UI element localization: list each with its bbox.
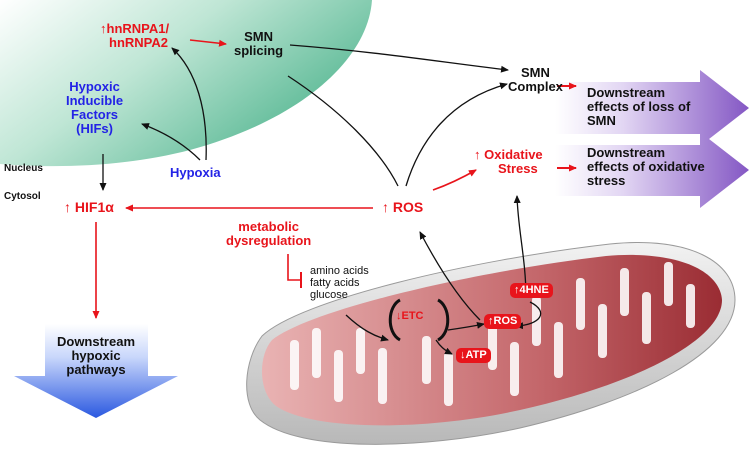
hne-badge: ↑4HNE [510,283,553,298]
hif1a-label: ↑ HIF1α [64,199,114,215]
mitochondrion [246,242,736,445]
up-arrow-icon: ↑ [514,284,520,296]
up-arrow-icon: ↑ [382,199,389,215]
downstream-smn-label: Downstream effects of loss of SMN [587,85,691,129]
up-arrow-icon: ↑ [474,147,481,162]
cytosol-label: Cytosol [4,191,41,202]
down-arrow-icon: ↓ [460,349,466,361]
oxidative-stress-label: ↑ Oxidative Stress [474,147,543,177]
hnrnpa-label: ↑hnRNPA1/ hnRNPA2 [100,21,170,51]
atp-badge: ↓ATP [456,348,491,363]
smn-complex-label: SMN Complex [508,65,563,95]
downstream-hypoxic-arrow-shape [14,324,178,418]
downstream-oxidative-arrow-shape [555,132,749,208]
up-arrow-icon: ↑ [100,21,107,36]
downstream-smn-arrow-shape [555,70,749,146]
down-arrow-icon: ↓ [396,310,402,322]
nucleus-label: Nucleus [4,163,43,174]
hypoxia-label: Hypoxia [170,165,221,180]
downstream-oxidative-label: Downstream effects of oxidative stress [587,145,705,189]
substrates-label: amino acids fatty acids glucose [310,265,369,301]
mito-ros-badge: ↑ROS [484,314,522,329]
up-arrow-icon: ↑ [64,199,71,215]
metabolic-dysregulation-label: metabolic dysregulation [226,219,312,249]
etc-label: ↓ETC [396,310,424,322]
downstream-hypoxic-label: Downstream hypoxic pathways [56,334,136,378]
up-arrow-icon: ↑ [488,315,494,327]
hifs-label: Hypoxic Inducible Factors (HIFs) [66,79,124,137]
nucleus-region [0,0,372,167]
ros-label: ↑ ROS [382,199,424,215]
smn-splicing-label: SMN splicing [234,29,284,59]
